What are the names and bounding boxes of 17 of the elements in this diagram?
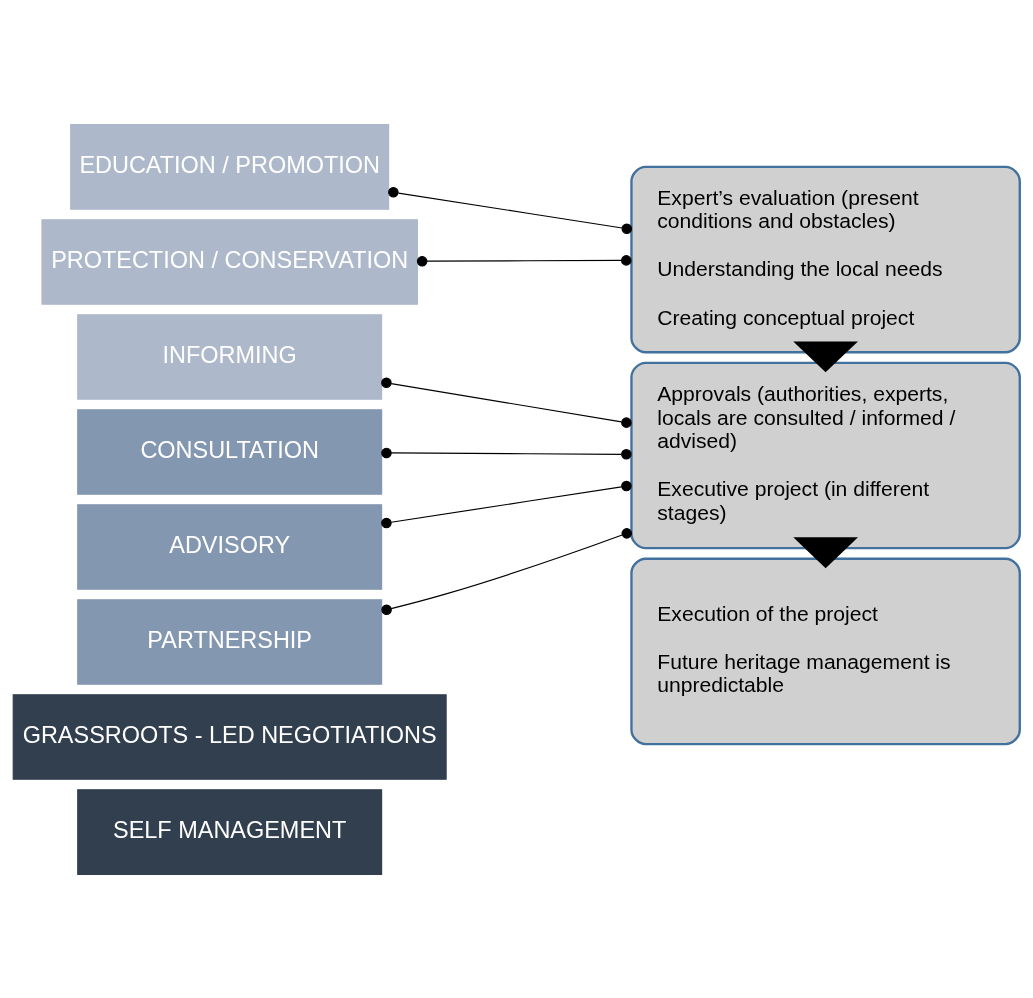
- node-box: EDUCATION / PROMOTION: [70, 123, 390, 210]
- node-box: INFORMING: [77, 313, 383, 400]
- arrow: [793, 536, 858, 568]
- node-box: PARTNERSHIP: [77, 598, 383, 685]
- arrow: [793, 340, 858, 372]
- connector: [381, 480, 632, 528]
- connector: [388, 186, 633, 234]
- node-box: GRASSROOTS - LED NEGOTIATIONS: [12, 693, 447, 780]
- node-box: SELF MANAGEMENT: [77, 788, 383, 875]
- node-box: Execution of the project Future heritage management is unpredictable: [630, 557, 1021, 745]
- connector: [381, 377, 632, 428]
- connector: [416, 254, 632, 266]
- node-box: PROTECTION / CONSERVATION: [41, 218, 418, 305]
- connector: [381, 447, 632, 460]
- node-box: ADVISORY: [77, 503, 383, 590]
- node-box: CONSULTATION: [77, 408, 383, 495]
- connector: [381, 527, 633, 615]
